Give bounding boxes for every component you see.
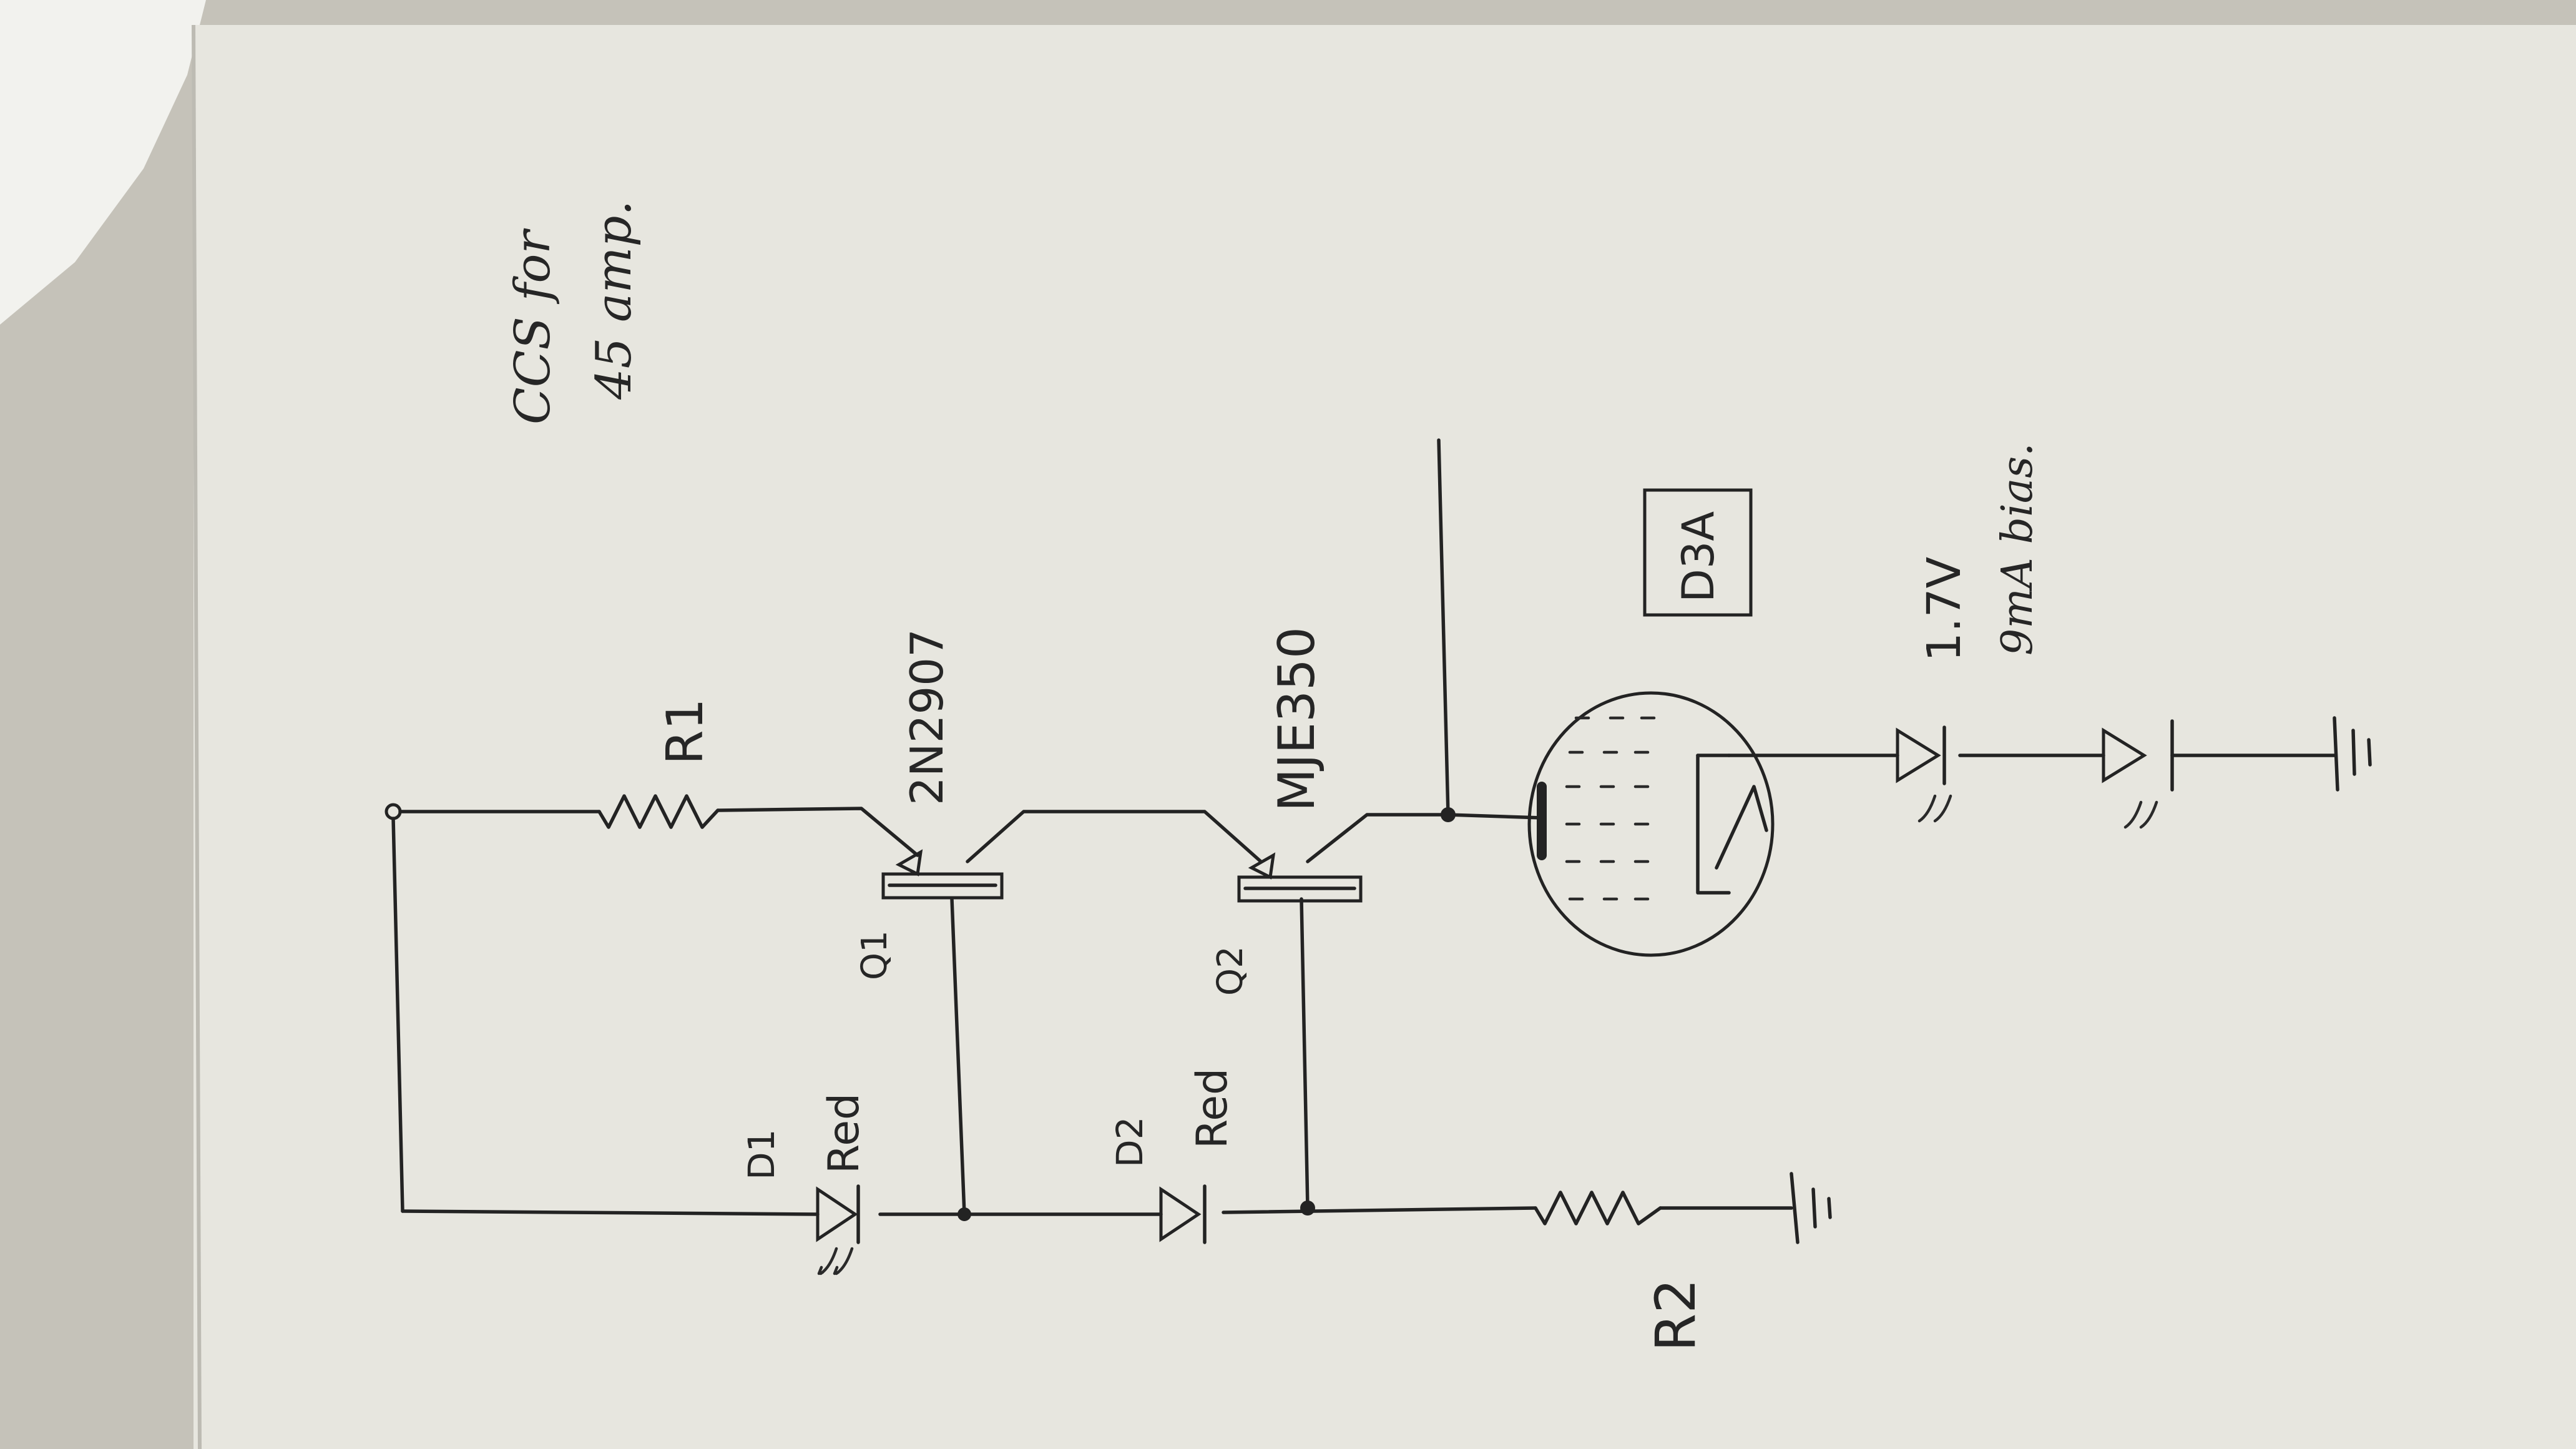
bias-annotation: 9mA bias. [1993,443,2042,656]
transistor-q1-part: 2N2907 [901,629,953,805]
resistor-r1-symbol [597,794,720,829]
ground-symbol-led [2333,716,2372,792]
wiring [384,438,2336,1216]
junction-dot-d2-r2 [1300,1201,1315,1216]
paper-curl [0,0,206,325]
voltage-annotation: 1.7V [1917,556,1971,662]
led-d2-ref: D2 [1109,1116,1151,1167]
led-d2-symbol [1159,1184,1207,1244]
junction-dot-d1-d2 [957,1207,971,1221]
transistor-q2-symbol [1237,852,1363,903]
transistor-q2-ref: Q2 [1210,946,1251,996]
led-bias-1-symbol [1896,725,1952,823]
led-d1-symbol [816,1184,860,1275]
transistor-q2-part: MJE350 [1268,627,1326,812]
junction-dot-output [1441,807,1456,822]
tube-label-box [1643,488,1753,617]
title-line-1: CCS for [505,228,561,425]
led-d2-color: Red [1188,1068,1237,1149]
led-bias-2-symbol [2102,719,2174,829]
resistor-r2-symbol [1534,1191,1662,1226]
tube-d3a-symbol [1527,691,1775,957]
paper-edge [192,24,202,1449]
resistor-r2-label: R2 [1643,1279,1708,1352]
transistor-q1-symbol [881,849,1004,900]
led-d1-ref: D1 [740,1129,783,1180]
resistor-r1-label: R1 [656,699,714,765]
title-line-2: 45 amp. [586,200,642,400]
tube-label: D3A [1673,511,1724,602]
transistor-q1-ref: Q1 [855,930,895,980]
led-d1-color: Red [820,1093,869,1174]
ground-symbol-r2 [1790,1172,1832,1244]
